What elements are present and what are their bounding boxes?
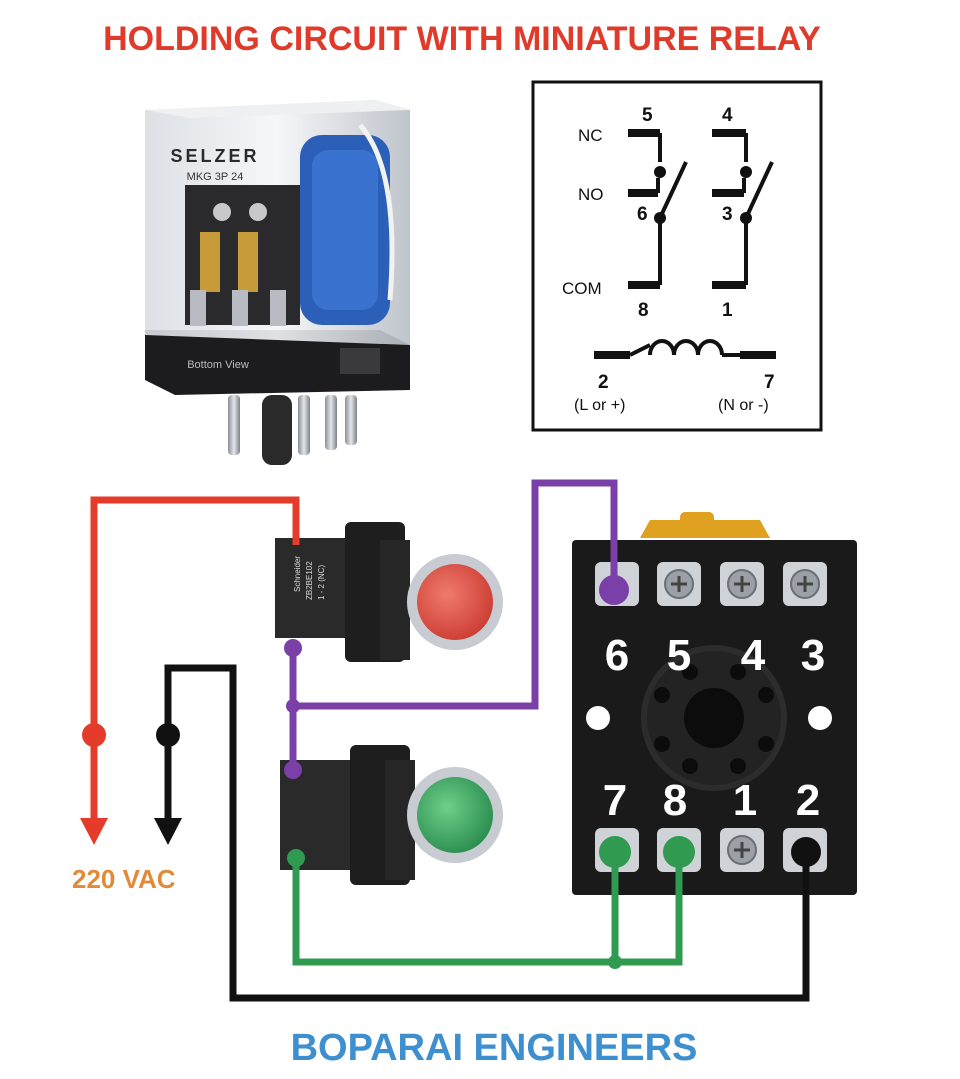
relay-model: MKG 3P 24 xyxy=(187,171,244,183)
stop-button-cap xyxy=(417,564,493,640)
stop-pushbutton[interactable]: Schneider ZB2BE102 1 - 2 (NC) xyxy=(275,522,503,662)
neutral-arrow xyxy=(154,818,182,845)
start-button-cap xyxy=(417,777,493,853)
holding-junction xyxy=(286,699,300,713)
terminal-2-dot xyxy=(791,837,821,867)
start-pushbutton[interactable] xyxy=(280,745,503,885)
page-title: HOLDING CIRCUIT WITH MINIATURE RELAY xyxy=(103,20,821,58)
line-arrow xyxy=(80,818,108,845)
pin-1-label: 1 xyxy=(722,300,733,321)
terminal-5-label: 5 xyxy=(667,631,691,680)
relay-schematic: NC NO COM 5 4 6 3 8 1 2 7 (L or +) (N or… xyxy=(531,80,823,432)
holding-dot-start xyxy=(284,761,302,779)
relay-socket-base: 6 5 4 3 7 8 1 2 xyxy=(572,512,857,895)
terminal-6-dot xyxy=(599,575,629,605)
green-junction xyxy=(608,955,622,969)
start-dot xyxy=(287,849,305,867)
relay-view-label: Bottom View xyxy=(187,359,249,371)
pin-4-label: 4 xyxy=(722,105,733,126)
pin-6-label: 6 xyxy=(637,204,648,225)
label-com: COM xyxy=(562,279,602,298)
stop-button-contact: 1 - 2 (NC) xyxy=(317,565,326,600)
coil-symbol xyxy=(594,339,776,359)
pin-5-label: 5 xyxy=(642,105,653,126)
terminal-6-label: 6 xyxy=(605,631,629,680)
wire-start-green xyxy=(292,852,683,966)
terminal-8-label: 8 xyxy=(663,776,687,825)
label-no: NO xyxy=(578,185,604,204)
wire-neutral-black xyxy=(164,664,810,1002)
terminal-1-label: 1 xyxy=(733,776,757,825)
pin-8-label: 8 xyxy=(638,300,649,321)
terminal-8-dot xyxy=(663,836,695,868)
label-nc: NC xyxy=(578,126,603,145)
supply-label: 220 VAC xyxy=(72,864,176,894)
terminal-4-label: 4 xyxy=(741,631,766,680)
relay-pins xyxy=(228,395,357,465)
pin-2-label: 2 xyxy=(598,372,609,393)
stop-button-brand: Schneider xyxy=(293,556,302,592)
holding-dot-stop xyxy=(284,639,302,657)
relay-brand: SELZER xyxy=(170,146,259,166)
coil-right-label: (N or -) xyxy=(718,397,769,414)
relay-illustration: SELZER MKG 3P 24 Bottom View xyxy=(145,100,410,465)
terminal-2-label: 2 xyxy=(796,776,820,825)
pin-7-label: 7 xyxy=(764,372,775,393)
contact-pole-right xyxy=(712,129,774,289)
coil-left-label: (L or +) xyxy=(574,397,625,414)
top-screws xyxy=(595,562,827,606)
wire-line-red xyxy=(90,496,300,820)
terminal-3-label: 3 xyxy=(801,631,825,680)
line-junction xyxy=(82,723,106,747)
terminal-7-dot xyxy=(599,836,631,868)
footer-brand: BOPARAI ENGINEERS xyxy=(291,1027,698,1069)
neutral-junction xyxy=(156,723,180,747)
stop-button-model: ZB2BE102 xyxy=(305,561,314,600)
terminal-7-label: 7 xyxy=(603,776,627,825)
contact-pole-left xyxy=(628,129,688,289)
pin-3-label: 3 xyxy=(722,204,733,225)
